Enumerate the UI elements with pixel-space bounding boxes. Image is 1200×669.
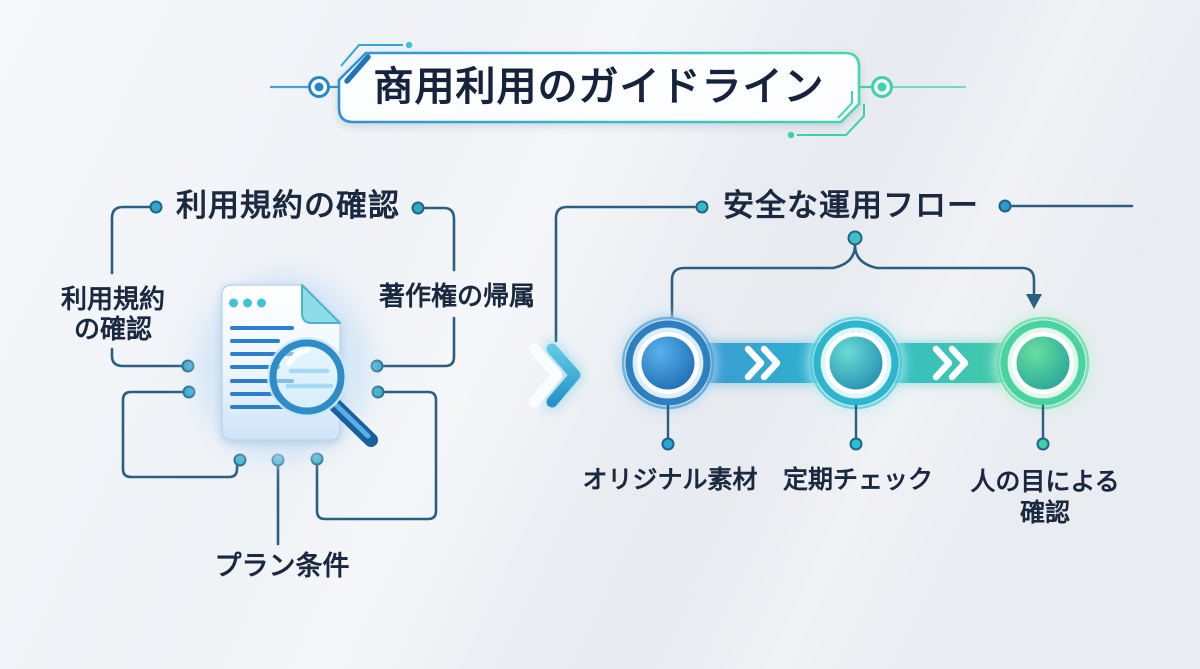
document-dots (229, 298, 266, 308)
page-title: 商用利用のガイドライン (373, 64, 825, 110)
title-frame (270, 41, 966, 139)
flow-node-3 (995, 315, 1091, 411)
label-terms-check: 利用規約 の確認 (60, 285, 166, 346)
entry-chevrons-icon (528, 341, 583, 410)
label-step-periodic-check: 定期チェック (782, 465, 934, 494)
flow-node-1 (620, 315, 716, 411)
document-magnifier-icon (195, 273, 378, 463)
label-terms-line2: の確認 (73, 314, 153, 345)
right-connectors (554, 204, 1134, 343)
down-arrow-icon (1026, 294, 1042, 309)
frame-accent-top-left (340, 44, 403, 67)
label-terms-line1: 利用規約 (60, 285, 166, 315)
frame-accent-dot-bottom (787, 131, 795, 139)
label-step-original: オリジナル素材 (582, 465, 758, 494)
right-section-heading: 安全な運用フロー (723, 188, 979, 224)
band-chevrons-icon (744, 345, 969, 381)
label-plan-terms: プラン条件 (214, 551, 350, 582)
node-stems (666, 404, 1045, 440)
magnifier-icon (267, 337, 378, 447)
left-connector-dots (149, 200, 425, 467)
left-section-heading: 利用規約の確認 (176, 188, 400, 224)
label-copyright: 著作権の帰属 (378, 282, 536, 312)
frame-accent-bottom-right (797, 104, 865, 136)
right-connector-dots (695, 199, 1012, 246)
frame-accent-dot-top (405, 41, 413, 49)
left-connectors (110, 205, 456, 546)
flow-node-2 (808, 315, 904, 411)
label-step-human-review: 人の目による 確認 (970, 467, 1120, 528)
node-stem-dots (661, 437, 1050, 451)
